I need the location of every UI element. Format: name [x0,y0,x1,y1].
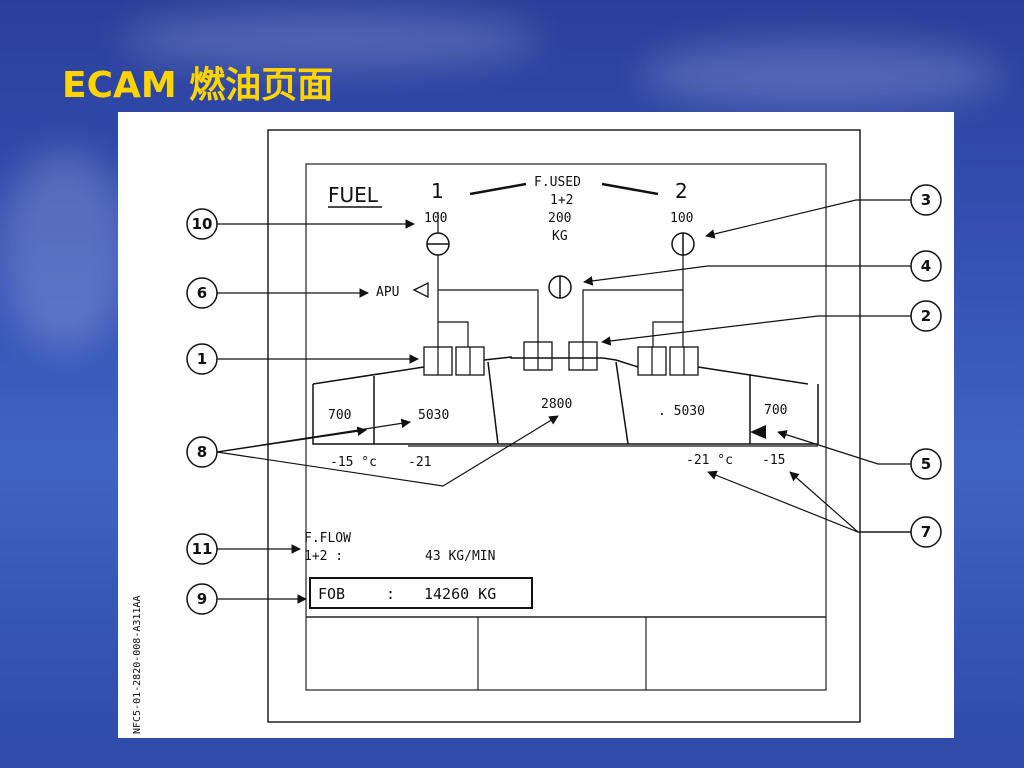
left-outer-tank-qty: 700 [328,408,351,423]
crossfeed-line [582,289,683,342]
svg-text:6: 6 [197,284,207,302]
callout-5: 5 [910,448,942,480]
svg-text:7: 7 [921,523,931,541]
right-used-value: 100 [670,211,693,226]
leader-lines [216,199,911,604]
fob-label: FOB [318,585,345,603]
background-cloud [640,40,1000,110]
right-outer-tank-qty: 700 [764,403,787,418]
callout-10: 10 [186,208,218,240]
engine-2-label: 2 [675,179,688,203]
engine-1-label: 1 [431,179,444,203]
callout-6: 6 [186,277,218,309]
svg-text:8: 8 [197,443,207,461]
fflow-label: F.FLOW [304,531,351,546]
ecam-fuel-diagram-panel: FUEL 1 2 F.USED 1+2 200 KG 100 100 APU 7… [118,112,954,738]
fused-sum: 1+2 [550,193,573,208]
callout-9: 9 [186,583,218,615]
fob-box [309,577,533,609]
outer-frame [267,129,861,723]
svg-text:10: 10 [192,215,213,233]
right-outer-tank-temp: -15 [762,453,785,468]
wing-outline [312,366,425,385]
left-inner-tank-temp: -21 [408,455,431,470]
fob-colon: : [386,585,395,603]
tank-divider [487,361,499,445]
apu-label: APU [376,285,399,300]
wing-outline [483,356,639,368]
right-inner-tank-temp: -21 °c [686,453,733,468]
left-inner-tank-qty: 5030 [418,408,449,423]
fuel-label: FUEL [328,183,379,207]
callout-11: 11 [186,533,218,565]
svg-text:11: 11 [192,540,213,558]
feed-line [437,255,469,347]
svg-text:3: 3 [921,191,931,209]
fflow-sum: 1+2 : [304,549,343,564]
wing-outline [312,384,819,445]
right-inner-tank-qty: . 5030 [658,404,705,419]
apu-triangle-icon [412,281,429,299]
background-cloud [120,10,540,70]
svg-text:5: 5 [921,455,931,473]
callout-7: 7 [910,516,942,548]
feed-line [652,255,684,347]
apu-feed-line [438,289,539,342]
svg-text:4: 4 [921,257,931,275]
callout-8: 8 [186,436,218,468]
callout-2: 2 [910,300,942,332]
inner-frame [305,163,827,691]
fused-dash-left [469,182,527,196]
callout-3: 3 [910,184,942,216]
center-tank-qty: 2800 [541,397,572,412]
callout-1: 1 [186,343,218,375]
left-used-value: 100 [424,211,447,226]
svg-text:2: 2 [921,307,931,325]
fused-unit: KG [552,229,568,244]
tank-divider [615,361,629,445]
right-outer-transfer-arrow-icon [750,425,766,439]
fflow-value: 43 KG/MIN [425,549,495,564]
svg-text:1: 1 [197,350,207,368]
fused-dash-right [601,182,659,196]
fused-title: F.USED [534,175,581,190]
fob-value: 14260 KG [424,585,496,603]
background-cloud [0,150,130,350]
ecam-fuel-diagram: FUEL 1 2 F.USED 1+2 200 KG 100 100 APU 7… [132,129,942,734]
wing-outline [697,366,809,385]
slide-title: ECAM 燃油页面 [62,65,334,106]
svg-text:9: 9 [197,590,207,608]
left-outer-tank-temp: -15 °c [330,455,377,470]
document-code: NFC5-01-2820-008-A311AA [132,596,143,734]
callout-4: 4 [910,250,942,282]
fused-value: 200 [548,211,571,226]
